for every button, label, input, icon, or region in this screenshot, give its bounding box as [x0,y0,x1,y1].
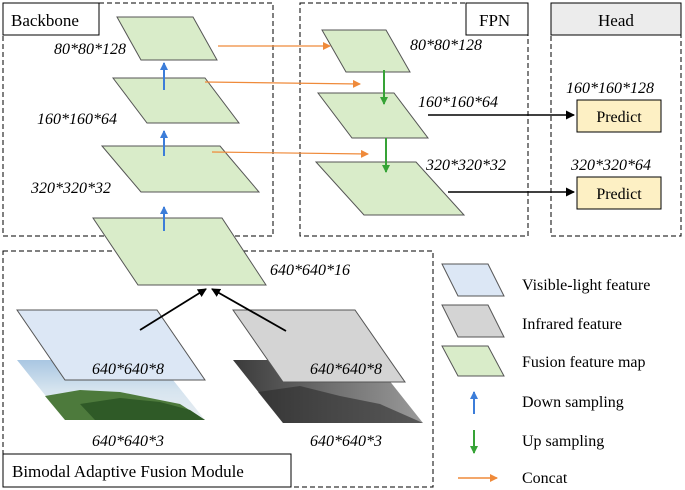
infrared-feature-label: 640*640*8 [310,361,382,378]
head-title: Head [598,11,634,30]
fpn-feature-160 [316,92,430,139]
legend-infrared-label: Infrared feature [522,316,622,333]
predict-label-top: Predict [596,109,642,126]
legend-visible-label: Visible-light feature [522,277,650,294]
fpn-feature-80 [321,29,411,73]
predict-label-bottom: Predict [596,186,642,203]
backbone-title-box [2,2,100,36]
backbone-feature-160 [111,77,241,124]
infrared-feature-map [232,309,406,383]
fpn-title-box [465,2,529,36]
backbone-label-80: 80*80*128 [54,41,126,58]
backbone-title: Backbone [11,11,79,30]
backbone-label-320: 320*320*32 [30,180,111,197]
fpn-label-320: 320*320*32 [425,157,506,174]
legend-down-label: Down sampling [522,394,624,411]
fused-feature-640 [92,217,267,286]
legend-fusion-swatch [441,345,505,377]
visible-image-label: 640*640*3 [92,433,164,450]
backbone-feature-80 [116,16,218,61]
head-size-top: 160*160*128 [566,80,654,97]
fusion-module-title-box [2,453,292,488]
head-size-bottom: 320*320*64 [570,157,651,174]
predict-box-top [576,99,662,133]
legend-concat-label: Concat [522,470,568,487]
concat-arrow-3 [211,149,369,158]
backbone-panel [2,2,274,237]
visible-feature-map [16,309,206,381]
legend-up-label: Up sampling [522,433,604,450]
concat-arrow-2 [204,79,361,88]
fusion-arrow-infrared [211,288,287,332]
backbone-feature-320 [100,145,261,193]
fusion-arrow-visible [139,288,207,331]
fusion-module-title: Bimodal Adaptive Fusion Module [12,462,244,481]
backbone-label-160: 160*160*64 [37,111,117,128]
fpn-label-160: 160*160*64 [418,94,498,111]
fpn-label-80: 80*80*128 [410,37,482,54]
predict-box-bottom [576,176,662,210]
legend: Visible-light feature Infrared feature F… [441,263,650,487]
fused-label-640: 640*640*16 [270,262,350,279]
visible-feature-label: 640*640*8 [92,361,164,378]
fpn-panel [299,2,529,237]
infrared-image-label: 640*640*3 [310,433,382,450]
fpn-feature-320 [314,161,466,216]
legend-infrared-swatch [441,304,505,338]
legend-fusion-label: Fusion feature map [522,354,646,371]
fpn-title: FPN [479,11,510,30]
legend-visible-swatch [441,263,505,297]
head-title-box [550,2,682,36]
